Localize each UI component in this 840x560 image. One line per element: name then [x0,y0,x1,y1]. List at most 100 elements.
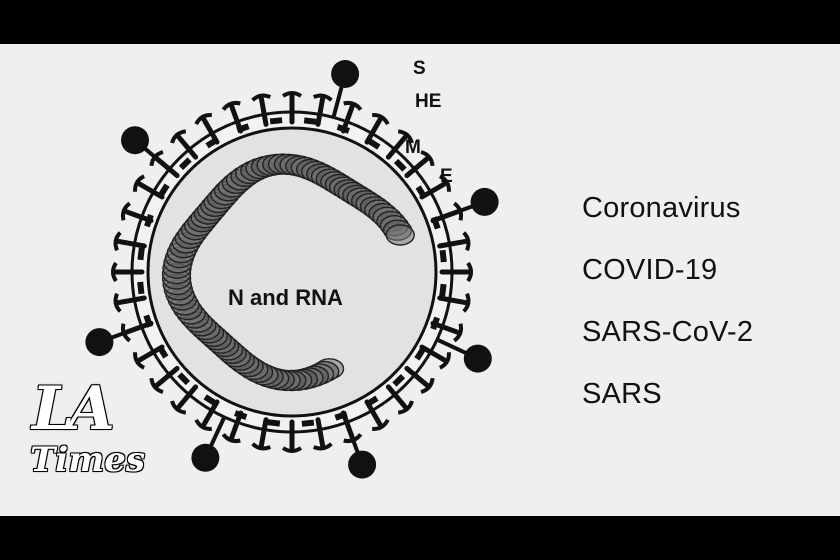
spike-stem [437,295,468,306]
spike-cap [221,433,241,444]
core-label: N and RNA [228,285,343,310]
spike-cap [372,418,390,431]
spike-cap [466,261,473,283]
spike-cap [251,93,272,102]
spike-cap [194,113,212,126]
spike-cap [462,231,471,252]
membrane-protein [430,316,440,330]
spike-cap [438,174,451,192]
spike-cap [221,100,241,111]
spike-stem [419,344,447,363]
he-ball [191,443,220,472]
membrane-protein [158,183,170,197]
membrane-protein [439,283,447,297]
spike-cap [149,377,164,394]
diagram-stage: S HE M E N and RNA Coronavirus COVID-19 … [0,44,840,516]
term-sars: SARS [582,378,662,410]
protein-label-he: HE [415,91,442,112]
spike-stem [315,96,326,127]
spike-stem [437,238,468,249]
membrane-protein [393,158,407,172]
membrane-protein [303,117,317,125]
membrane-protein [234,410,248,420]
membrane-protein [203,394,217,406]
term-coronavirus: Coronavirus [582,192,741,224]
he-ball [331,60,360,88]
spike-cap [453,323,464,343]
membrane-protein [178,157,192,171]
membrane-protein [205,136,219,149]
membrane-protein [137,247,145,261]
membrane-protein [144,214,154,228]
spike-cap [312,93,333,102]
spike-stem [404,365,430,388]
membrane-protein [334,411,348,421]
spike-cap [251,442,272,451]
spike-cap [111,261,118,283]
protein-label-m: M [405,137,421,158]
spike-stem [176,134,199,160]
membrane-protein [439,249,447,263]
membrane-protein [137,281,145,295]
spike-cap [113,292,122,313]
spike-stem [258,417,269,448]
spike-stem [404,156,430,179]
spike-stem [364,117,383,145]
he-ball [470,187,499,216]
membrane-protein [367,138,381,150]
spike-stem [315,417,326,448]
membrane-protein [267,419,281,427]
spike-cap [462,292,471,313]
spike-stem [176,384,199,410]
membrane-protein [301,419,315,427]
spike-cap [343,100,363,111]
membrane-protein [392,373,406,387]
he-ball [348,450,377,479]
membrane-proteins [137,117,447,427]
spike-cap [281,446,303,453]
membrane-protein [415,185,428,199]
spike-cap [133,174,146,192]
spike-cap [113,231,122,252]
membrane-protein [269,117,283,125]
membrane-protein [414,347,426,361]
spike-cap [397,129,414,144]
spike-cap [420,377,435,394]
spike-stem [385,134,408,160]
membrane-protein [177,372,191,386]
spike-cap [438,352,451,370]
membrane-protein [365,395,379,408]
spike-cap [170,129,187,144]
membrane-protein [143,314,153,328]
la-times-logo: LA Times [28,374,158,492]
spike-stem [385,384,408,410]
rna-coil [161,153,415,392]
spike-cap [420,150,435,167]
membrane-protein [156,345,169,359]
spike-cap [397,400,414,415]
spike-proteins [85,60,499,479]
spike-cap [312,442,333,451]
spike-cap [281,91,303,98]
logo-times-text: Times [30,440,145,480]
he-ball [85,328,114,357]
spike-cap [133,352,146,370]
term-sars-cov-2: SARS-CoV-2 [582,316,754,348]
rna-loop [385,224,415,246]
spike-cap [194,418,212,431]
virus-diagram [85,60,499,479]
spike-stem [116,238,147,249]
spike-cap [170,400,187,415]
spike-stem [116,295,147,306]
spike-stem [201,399,220,427]
spike-stem [137,181,165,200]
he-ball [463,344,492,373]
he-ball [121,126,149,155]
spike-stem [258,96,269,127]
spike-cap [372,113,390,126]
spike-stem [154,365,180,388]
membrane-protein [236,123,250,133]
membrane-protein [336,124,350,134]
term-covid-19: COVID-19 [582,254,718,286]
